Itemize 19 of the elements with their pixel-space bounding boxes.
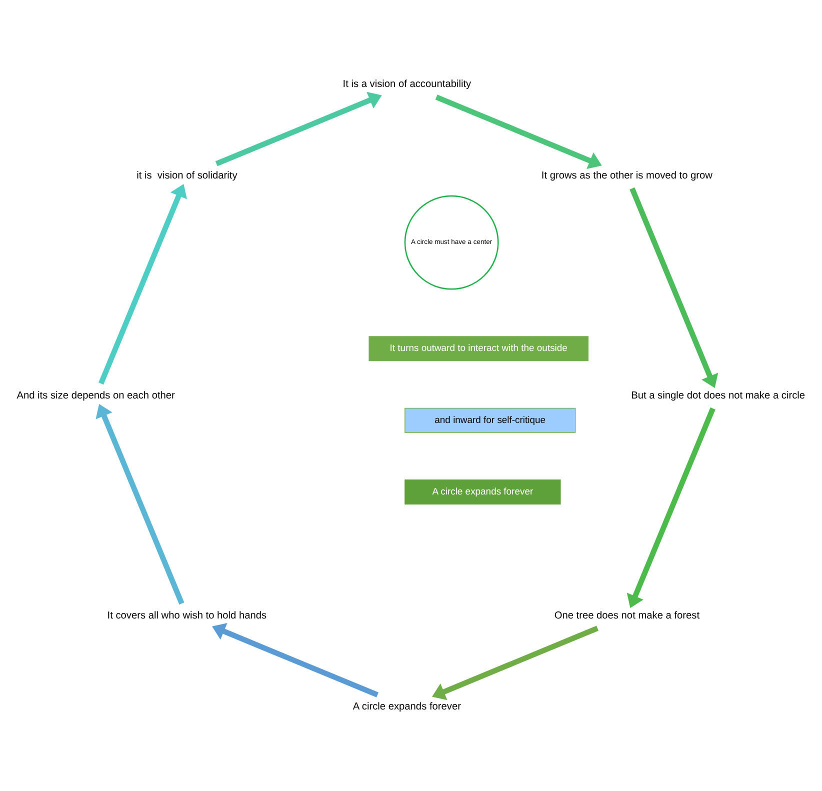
arrow xyxy=(96,403,184,604)
arrow xyxy=(215,91,382,166)
node-text: A circle expands forever xyxy=(352,700,461,712)
node-text: It grows as the other is moved to grow xyxy=(541,170,712,181)
arrow xyxy=(626,406,716,608)
arrow xyxy=(432,625,599,700)
node-box: A circle expands forever xyxy=(404,479,561,504)
node-text: But a single dot does not make a circle xyxy=(631,390,806,401)
node-box: and inward for self-critique xyxy=(404,407,576,432)
arrow xyxy=(212,622,379,697)
arrow xyxy=(98,183,188,384)
node-text: it is vision of solidarity xyxy=(136,170,238,181)
node-text: It covers all who wish to hold hands xyxy=(107,610,267,621)
arrow xyxy=(630,186,718,388)
node-text: One tree does not make a forest xyxy=(554,610,700,621)
arrow xyxy=(435,94,602,168)
node-box: It turns outward to interact with the outside xyxy=(368,336,588,361)
node-text: And its size depends on each other xyxy=(16,390,175,401)
node-text: It is a vision of accountability xyxy=(342,78,472,90)
